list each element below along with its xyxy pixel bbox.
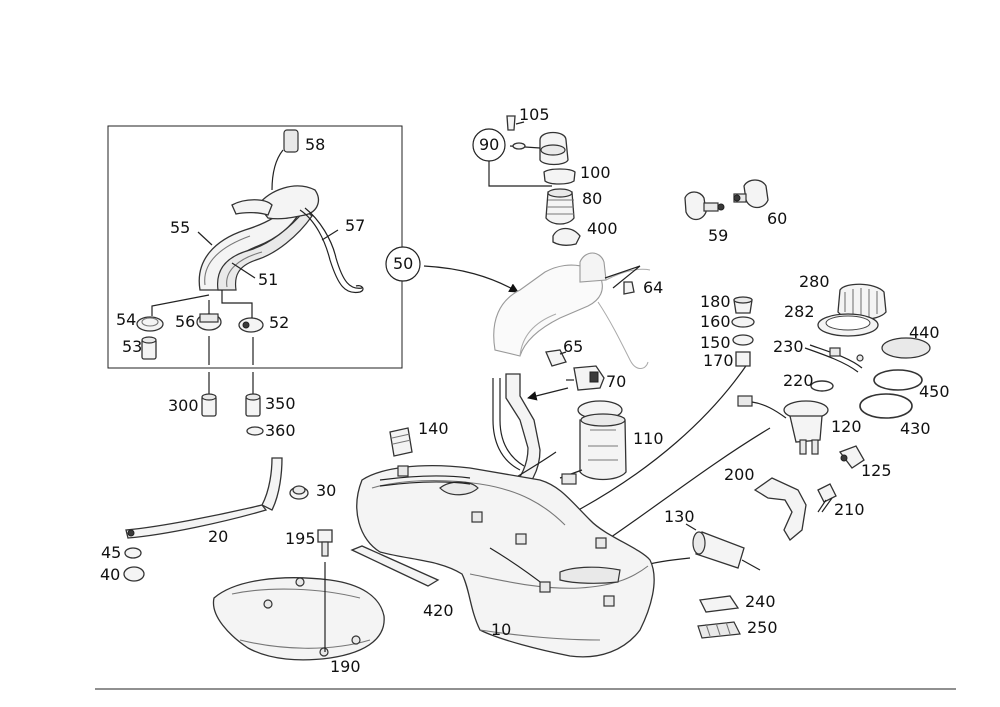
grommet-140 xyxy=(389,427,413,457)
washer-45 xyxy=(124,547,142,559)
bracket-200 xyxy=(753,477,807,541)
bolt-195 xyxy=(317,529,333,652)
callout-65: 65 xyxy=(563,337,584,356)
clamp-54 xyxy=(136,316,164,332)
callout-360: 360 xyxy=(265,421,296,440)
callout-200: 200 xyxy=(724,465,755,484)
callout-90: 90 xyxy=(479,135,500,154)
callout-190: 190 xyxy=(330,657,361,676)
callout-20: 20 xyxy=(208,527,229,546)
callout-430: 430 xyxy=(900,419,931,438)
callout-160: 160 xyxy=(700,312,731,331)
callout-300: 300 xyxy=(168,396,199,415)
callout-80: 80 xyxy=(582,189,603,208)
callout-110: 110 xyxy=(633,429,664,448)
callout-56: 56 xyxy=(175,312,196,331)
valve-70 xyxy=(566,365,605,391)
ring-450 xyxy=(873,369,923,391)
callout-195: 195 xyxy=(285,529,316,548)
callout-350: 350 xyxy=(265,394,296,413)
callout-100: 100 xyxy=(580,163,611,182)
ring-430 xyxy=(859,393,913,419)
callout-64: 64 xyxy=(643,278,664,297)
seal-strip-230 xyxy=(804,344,864,373)
callout-10: 10 xyxy=(491,620,512,639)
strip-420 xyxy=(350,545,440,587)
sleeve-53 xyxy=(141,336,157,360)
sender-unit-120 xyxy=(737,395,829,455)
clamp-52 xyxy=(238,317,264,333)
callout-55: 55 xyxy=(170,218,191,237)
callout-54: 54 xyxy=(116,310,137,329)
filler-cap-group xyxy=(472,115,581,246)
fuel-tank-10 xyxy=(356,464,655,658)
callout-250: 250 xyxy=(747,618,778,637)
callout-125: 125 xyxy=(861,461,892,480)
connector-125 xyxy=(838,445,865,469)
clamp-59 xyxy=(684,191,725,221)
ring-220 xyxy=(810,380,834,392)
callout-420: 420 xyxy=(423,601,454,620)
seal-282 xyxy=(817,313,879,337)
callout-280: 280 xyxy=(799,272,830,291)
callout-230: 230 xyxy=(773,337,804,356)
pad-250 xyxy=(697,621,741,639)
nut-40 xyxy=(123,566,145,582)
bolt-210 xyxy=(817,483,837,513)
callout-240: 240 xyxy=(745,592,776,611)
ring-440 xyxy=(881,337,931,359)
callout-52: 52 xyxy=(269,313,290,332)
callout-282: 282 xyxy=(784,302,815,321)
clamp-60 xyxy=(733,179,769,209)
callout-180: 180 xyxy=(700,292,731,311)
callout-210: 210 xyxy=(834,500,865,519)
callout-51: 51 xyxy=(258,270,279,289)
callout-130: 130 xyxy=(664,507,695,526)
fuel-pump-110 xyxy=(559,400,627,485)
filler-neck-main xyxy=(385,246,651,369)
callout-59: 59 xyxy=(708,226,729,245)
callout-150: 150 xyxy=(700,333,731,352)
callout-400: 400 xyxy=(587,219,618,238)
tank-strap-20 xyxy=(125,457,283,539)
callout-450: 450 xyxy=(919,382,950,401)
nut-30 xyxy=(289,485,309,500)
callout-140: 140 xyxy=(418,419,449,438)
callout-50: 50 xyxy=(393,254,414,273)
clip-360 xyxy=(246,426,264,436)
callout-40: 40 xyxy=(100,565,121,584)
callout-120: 120 xyxy=(831,417,862,436)
clamp-56 xyxy=(196,313,222,331)
valve-65 xyxy=(545,349,567,367)
callout-105: 105 xyxy=(519,105,550,124)
callout-440: 440 xyxy=(909,323,940,342)
pad-240 xyxy=(699,595,740,613)
callout-220: 220 xyxy=(783,371,814,390)
sleeve-300 xyxy=(201,393,217,417)
sleeve-350 xyxy=(245,393,261,417)
callout-58: 58 xyxy=(305,135,326,154)
filler-neck-hose-assembly xyxy=(198,129,364,294)
callout-70: 70 xyxy=(606,372,627,391)
locking-ring-280 xyxy=(837,283,887,321)
callout-170: 170 xyxy=(703,351,734,370)
heat-shield-190 xyxy=(212,577,385,661)
callout-53: 53 xyxy=(122,337,143,356)
bushing-stack xyxy=(731,296,755,367)
callout-60: 60 xyxy=(767,209,788,228)
callout-45: 45 xyxy=(101,543,122,562)
callout-57: 57 xyxy=(345,216,366,235)
callout-30: 30 xyxy=(316,481,337,500)
fuel-filter-130 xyxy=(685,523,761,571)
